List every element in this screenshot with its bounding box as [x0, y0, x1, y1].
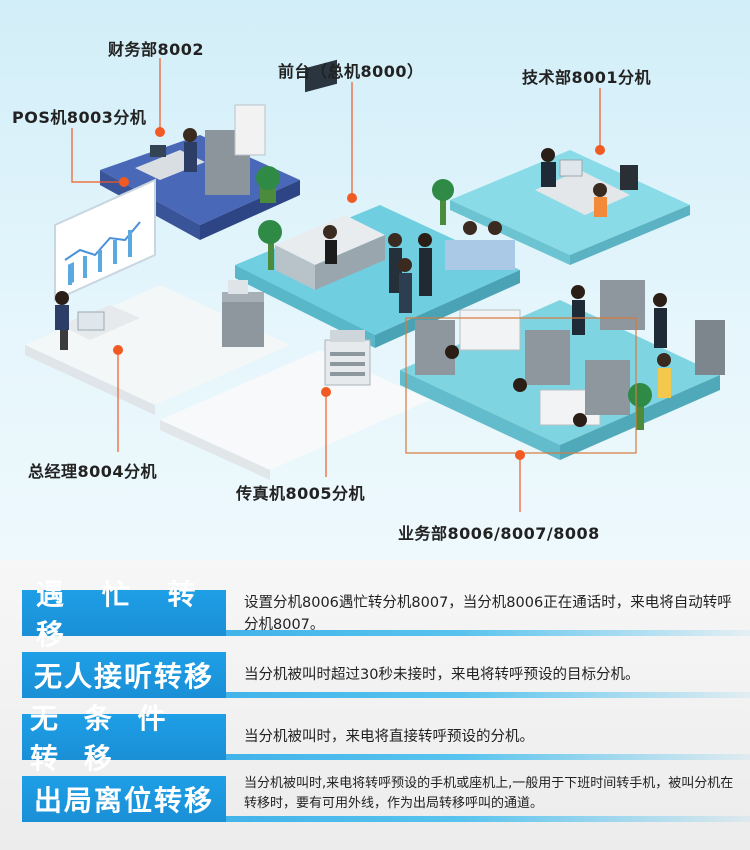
feature-band	[22, 754, 750, 760]
feature-title: 无人接听转移	[22, 652, 226, 698]
feature-title: 无 条 件 转 移	[22, 702, 226, 775]
feature-desc: 当分机被叫时,来电将转呼预设的手机或座机上,一般用于下班时间转手机，被叫分机在转…	[244, 776, 734, 811]
reception-desk	[258, 59, 515, 313]
sales-workstations	[415, 280, 725, 430]
leader-lines	[71, 58, 601, 512]
label-fax: 传真机8005分机	[236, 484, 366, 503]
whiteboard	[54, 178, 156, 302]
leader-dots	[113, 127, 605, 460]
manager-desk	[55, 291, 140, 350]
feature-band	[22, 630, 750, 636]
office-illustration	[25, 58, 725, 512]
feature-title: 出局离位转移	[22, 776, 226, 822]
feature-outbound-transfer: 出局离位转移 当分机被叫时,来电将转呼预设的手机或座机上,一般用于下班时间转手机…	[22, 776, 750, 826]
label-reception: 前台（总机8000）	[278, 62, 424, 81]
label-manager: 总经理8004分机	[28, 462, 158, 481]
feature-busy-transfer: 遇 忙 转 移 设置分机8006遇忙转分机8007，当分机8006正在通话时，来…	[22, 578, 750, 651]
cabinets	[222, 280, 264, 347]
label-finance: 财务部8002	[108, 40, 205, 59]
fax-machine	[324, 330, 371, 386]
finance-desk	[135, 104, 280, 203]
feature-desc: 当分机被叫时，来电将直接转呼预设的分机。	[244, 729, 534, 745]
feature-desc: 设置分机8006遇忙转分机8007，当分机8006正在通话时，来电将自动转呼分机…	[244, 595, 732, 633]
feature-band	[22, 816, 750, 822]
feature-list: 遇 忙 转 移 设置分机8006遇忙转分机8007，当分机8006正在通话时，来…	[0, 560, 750, 850]
feature-desc: 当分机被叫时超过30秒未接时，来电将转呼预设的目标分机。	[244, 667, 640, 683]
feature-unconditional-transfer: 无 条 件 转 移 当分机被叫时，来电将直接转呼预设的分机。	[22, 702, 750, 775]
tech-desk	[535, 148, 638, 217]
office-diagram: 财务部8002 前台（总机8000） 技术部8001分机 POS机8003分机 …	[0, 0, 750, 560]
feature-band	[22, 692, 750, 698]
feature-title: 遇 忙 转 移	[22, 578, 226, 651]
label-sales: 业务部8006/8007/8008	[398, 524, 600, 543]
feature-no-answer-transfer: 无人接听转移 当分机被叫时超过30秒未接时，来电将转呼预设的目标分机。	[22, 652, 750, 702]
label-tech: 技术部8001分机	[522, 68, 652, 87]
label-pos: POS机8003分机	[12, 108, 147, 127]
